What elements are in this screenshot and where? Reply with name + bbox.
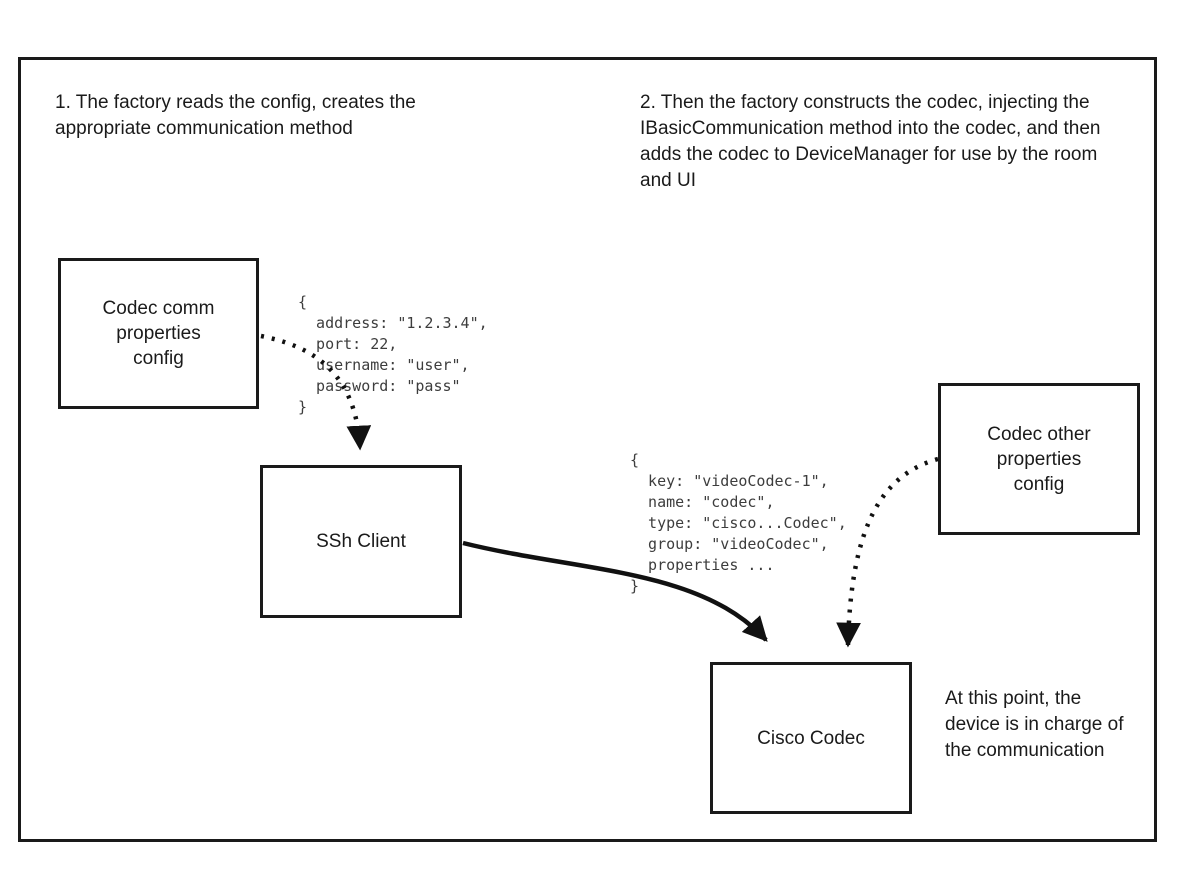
box-codec-comm-config: Codec comm properties config xyxy=(58,258,259,409)
code-codec-properties: { key: "videoCodec-1", name: "codec", ty… xyxy=(630,451,847,595)
box-ssh-client: SSh Client xyxy=(260,465,462,618)
note-step-2: 2. Then the factory constructs the codec… xyxy=(640,92,1101,191)
box-codec-other-config: Codec other properties config xyxy=(938,383,1140,535)
box-codec-comm-config-label: Codec comm properties config xyxy=(102,298,215,369)
box-cisco-codec-label: Cisco Codec xyxy=(757,727,865,749)
code-comm-properties: { address: "1.2.3.4", port: 22, username… xyxy=(298,293,488,416)
note-step-1: 1. The factory reads the config, creates… xyxy=(55,92,416,139)
box-codec-other-config-label: Codec other properties config xyxy=(987,423,1091,495)
box-ssh-client-label: SSh Client xyxy=(316,531,406,552)
note-final: At this point, the device is in charge o… xyxy=(945,688,1124,761)
box-cisco-codec: Cisco Codec xyxy=(710,662,912,814)
diagram-border xyxy=(18,57,1157,842)
